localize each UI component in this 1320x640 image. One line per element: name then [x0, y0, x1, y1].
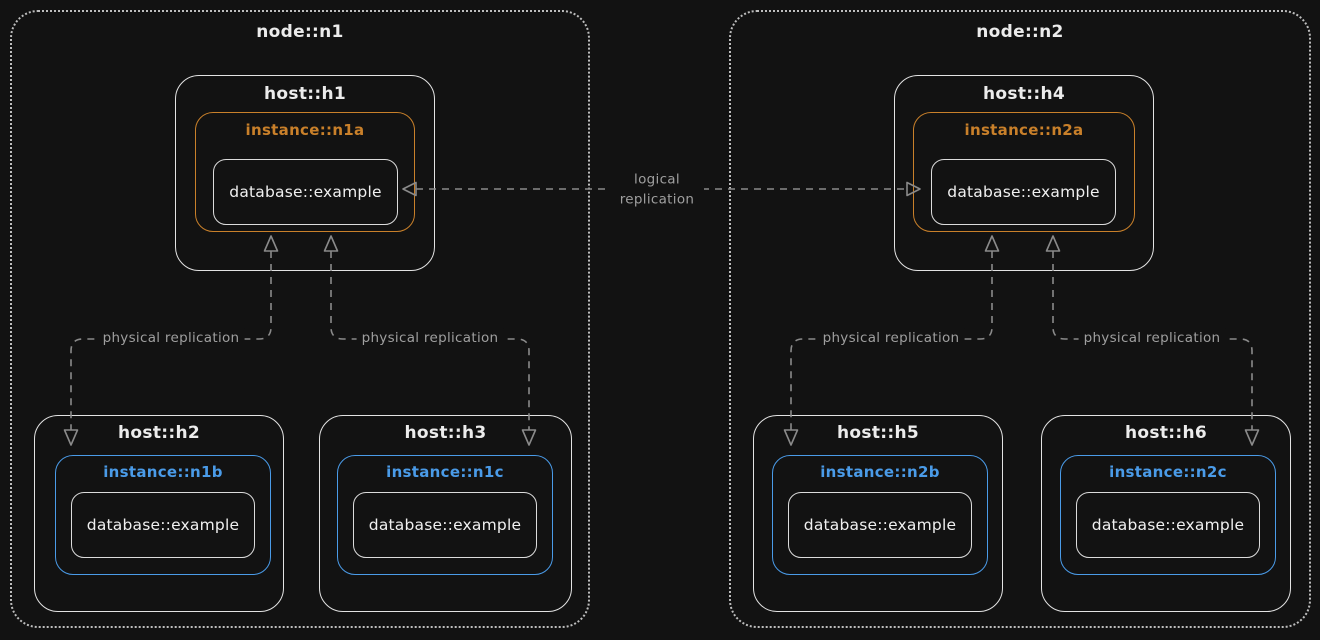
edge-label-physical-replication-1: physical replication: [97, 328, 245, 350]
edge-label-logical-replication: logical replication: [610, 169, 704, 211]
database-n2b: database::example: [788, 492, 972, 558]
instance-n1b: instance::n1b database::example: [55, 455, 271, 575]
edge-label-physical-replication-3: physical replication: [817, 328, 965, 350]
database-n2b-label: database::example: [803, 516, 957, 534]
instance-n1a: instance::n1a database::example: [195, 112, 415, 232]
database-n2c: database::example: [1076, 492, 1260, 558]
host-h1: host::h1 instance::n1a database::example: [175, 75, 435, 271]
host-h6: host::h6 instance::n2c database::example: [1041, 415, 1291, 612]
instance-n2b-title: instance::n2b: [820, 463, 940, 481]
node-n1-title: node::n1: [256, 22, 344, 42]
host-h2: host::h2 instance::n1b database::example: [34, 415, 284, 612]
node-n1: node::n1 host::h1 instance::n1a database…: [10, 10, 590, 628]
edge-label-physical-replication-2: physical replication: [356, 328, 504, 350]
host-h4-title: host::h4: [983, 84, 1065, 104]
instance-n1c-title: instance::n1c: [386, 463, 504, 481]
edge-label-physical-replication-4: physical replication: [1078, 328, 1226, 350]
host-h6-title: host::h6: [1125, 423, 1207, 443]
database-n1a-label: database::example: [229, 183, 382, 201]
instance-n2c: instance::n2c database::example: [1060, 455, 1276, 575]
instance-n2c-title: instance::n2c: [1109, 463, 1227, 481]
host-h5: host::h5 instance::n2b database::example: [753, 415, 1003, 612]
instance-n2a: instance::n2a database::example: [913, 112, 1135, 232]
database-n1a: database::example: [213, 159, 398, 225]
instance-n1b-title: instance::n1b: [103, 463, 223, 481]
host-h3-title: host::h3: [404, 423, 487, 443]
instance-n1c: instance::n1c database::example: [337, 455, 553, 575]
node-n2-title: node::n2: [976, 22, 1064, 42]
instance-n2a-title: instance::n2a: [964, 121, 1084, 139]
host-h4: host::h4 instance::n2a database::example: [894, 75, 1154, 271]
instance-n2b: instance::n2b database::example: [772, 455, 988, 575]
database-n2a: database::example: [931, 159, 1116, 225]
database-n1c: database::example: [353, 492, 537, 558]
database-n2c-label: database::example: [1091, 516, 1245, 534]
host-h2-title: host::h2: [118, 423, 200, 443]
node-n2: node::n2 host::h4 instance::n2a database…: [729, 10, 1311, 628]
database-n2a-label: database::example: [947, 183, 1100, 201]
database-n1b-label: database::example: [86, 516, 240, 534]
database-n1b: database::example: [71, 492, 255, 558]
database-n1c-label: database::example: [368, 516, 522, 534]
instance-n1a-title: instance::n1a: [245, 121, 365, 139]
host-h5-title: host::h5: [837, 423, 919, 443]
host-h1-title: host::h1: [264, 84, 346, 104]
host-h3: host::h3 instance::n1c database::example: [319, 415, 572, 612]
